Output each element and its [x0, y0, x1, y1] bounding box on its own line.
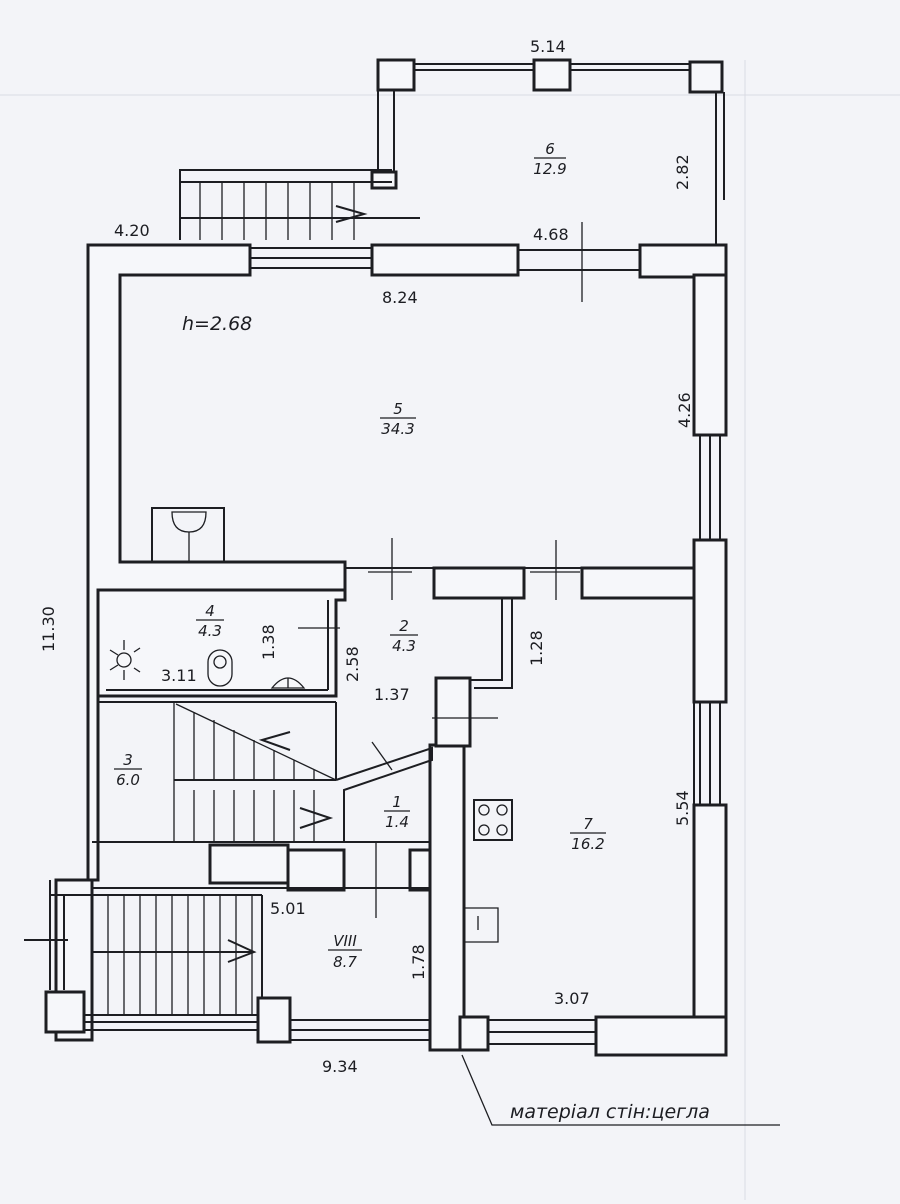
room-label-4: 4 4.3 — [196, 602, 224, 640]
room-number: VIII — [333, 932, 357, 950]
room-number: 3 — [123, 751, 133, 769]
room-label-3: 3 6.0 — [114, 751, 142, 789]
room-label-2: 2 4.3 — [390, 617, 418, 655]
room-number: 5 — [393, 400, 403, 418]
dim-top-left-width: 4.20 — [114, 221, 150, 240]
dim-bath-depth: 1.38 — [259, 624, 278, 660]
room-label-viii: VIII 8.7 — [328, 932, 362, 971]
room-area: 6.0 — [116, 771, 140, 789]
dim-terrace-depth: 2.82 — [673, 154, 692, 190]
dim-hall-width: 8.24 — [382, 288, 418, 307]
room-area: 4.3 — [392, 637, 416, 655]
dim-corridor-depth: 2.58 — [343, 646, 362, 682]
room-area: 12.9 — [533, 160, 566, 178]
fixtures — [109, 507, 513, 943]
dim-kitchen-depth: 5.54 — [673, 790, 692, 826]
dim-corridor-width: 1.37 — [374, 685, 410, 704]
room-label-7: 7 16.2 — [570, 815, 606, 853]
wall-material-note: матеріал стін:цегла — [510, 1101, 710, 1123]
room-area: 8.7 — [333, 953, 357, 971]
room-area: 1.4 — [385, 813, 409, 831]
dim-overall-width: 9.34 — [322, 1057, 358, 1076]
dim-corridor-extra: 1.28 — [527, 630, 546, 666]
dim-entrance-depth: 1.78 — [409, 944, 428, 980]
room-label-5: 5 34.3 — [380, 400, 416, 438]
dim-hall-depth: 4.26 — [675, 392, 694, 428]
dim-terrace-width: 5.14 — [530, 37, 566, 56]
room-number: 7 — [583, 815, 593, 833]
room-label-6: 6 12.9 — [533, 140, 566, 178]
dim-overall-depth: 11.30 — [39, 606, 58, 652]
room-number: 1 — [392, 793, 402, 811]
room-area: 4.3 — [198, 622, 222, 640]
room-number: 4 — [205, 602, 215, 620]
ceiling-height-note: h=2.68 — [182, 313, 252, 335]
dim-entrance-width: 5.01 — [270, 899, 306, 918]
dim-bath-width: 3.11 — [161, 666, 197, 685]
room-area: 34.3 — [381, 420, 414, 438]
walls — [24, 58, 728, 1057]
room-number: 2 — [399, 617, 409, 635]
guide-lines — [298, 222, 780, 1126]
room-label-1: 1 1.4 — [384, 793, 410, 831]
dim-kitchen-width: 3.07 — [554, 989, 590, 1008]
room-area: 16.2 — [571, 835, 604, 853]
room-number: 6 — [545, 140, 555, 158]
dim-top-right-width: 4.68 — [533, 225, 569, 244]
